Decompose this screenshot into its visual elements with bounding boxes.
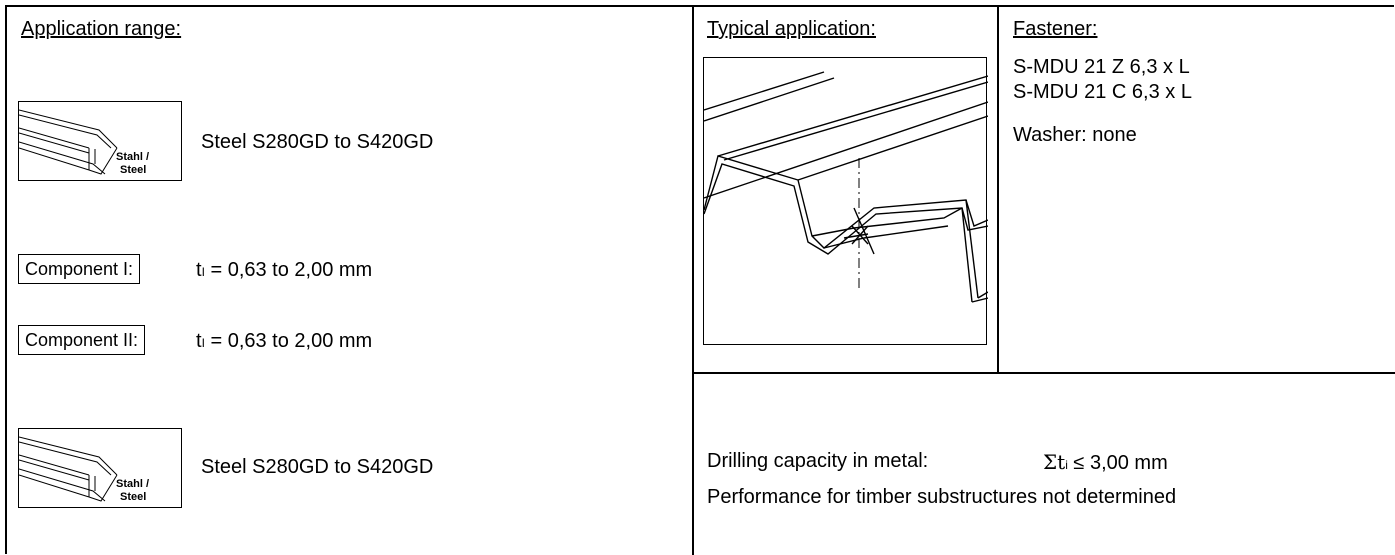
typical-application-heading: Typical application: — [707, 18, 876, 40]
row-divider — [692, 372, 1395, 374]
application-drawing — [703, 57, 988, 345]
component-2-label: Component II: — [18, 325, 146, 355]
fastener-c-variant: S-MDU 21 C 6,3 x L — [1013, 81, 1192, 103]
trapezoidal-sheet-drawing — [704, 71, 988, 303]
steel-material-icon: Stahl / Steel — [18, 428, 182, 508]
component-1-label: Component I: — [18, 254, 141, 284]
column-divider-left — [692, 5, 694, 555]
steel-beam-icon — [19, 436, 118, 502]
timber-performance-note: Performance for timber substructures not… — [707, 486, 1177, 508]
steel-icon-label-de: Stahl / — [116, 478, 150, 490]
fastener-heading: Fastener: — [1013, 18, 1098, 40]
fastener-z-variant: S-MDU 21 Z 6,3 x L — [1013, 56, 1190, 78]
application-range-heading: Application range: — [21, 18, 182, 40]
datasheet-table — [5, 5, 1394, 554]
steel-icon-label-de: Stahl / — [116, 151, 150, 163]
drilling-capacity-label: Drilling capacity in metal: — [707, 450, 929, 472]
material-spec-1: Steel S280GD to S420GD — [201, 131, 434, 153]
material-spec-2: Steel S280GD to S420GD — [201, 456, 434, 478]
washer-info: Washer: none — [1013, 124, 1137, 146]
steel-material-icon: Stahl / Steel — [18, 101, 182, 181]
drilling-capacity-value: Σti ≤ 3,00 mm — [1043, 450, 1168, 474]
steel-beam-icon — [19, 109, 118, 175]
steel-icon-label-en: Steel — [120, 491, 147, 503]
column-divider-right — [997, 5, 999, 373]
component-2-thickness: tI = 0,63 to 2,00 mm — [196, 330, 373, 352]
component-1-thickness: tI = 0,63 to 2,00 mm — [196, 259, 373, 281]
steel-icon-label-en: Steel — [120, 164, 147, 176]
